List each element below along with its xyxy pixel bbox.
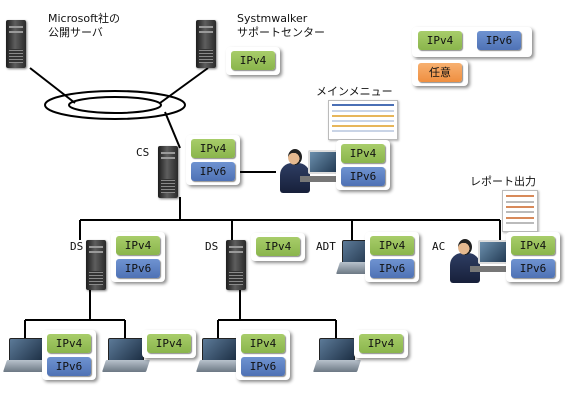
operator-ipv4-badge: IPv4: [341, 144, 385, 163]
ac-operator-icon: [448, 236, 508, 288]
support-label-1: Systmwalker: [237, 12, 308, 25]
cs-ipv6-badge: IPv6: [191, 162, 235, 181]
legend-ipv4: IPv4: [418, 31, 462, 50]
support-label-2: サポートセンター: [237, 26, 325, 39]
legend-ipv6: IPv6: [477, 31, 521, 50]
ac-ipv6-badge: IPv6: [511, 259, 555, 278]
ds1-ipv4-badge: IPv4: [116, 236, 160, 255]
adt-label: ADT: [316, 240, 336, 253]
ac-ipv4-badge: IPv4: [511, 236, 555, 255]
support-server-icon: [196, 20, 216, 68]
ds1-label: DS: [70, 240, 84, 253]
ds2-server-icon: [226, 240, 246, 290]
client3-ipv6-badge: IPv6: [241, 357, 285, 376]
ms-server-label-1: Microsoft社の: [48, 12, 121, 25]
network-ring-icon: [44, 90, 186, 120]
client1-ipv6-badge: IPv6: [47, 357, 91, 376]
main-menu-operator-icon: [278, 146, 338, 198]
client-laptop-icon: [102, 338, 150, 374]
cs-label: CS: [136, 146, 150, 159]
ds2-label: DS: [205, 240, 219, 253]
ds2-ipv4-badge: IPv4: [256, 237, 300, 256]
network-ring-inner: [68, 96, 162, 114]
ms-server-label-2: 公開サーバ: [48, 26, 103, 39]
cs-ipv4-badge: IPv4: [191, 139, 235, 158]
client-laptop-icon: [313, 338, 361, 374]
ac-label: AC: [432, 240, 446, 253]
cs-server-icon: [158, 146, 178, 198]
client4-ipv4-badge: IPv4: [359, 334, 403, 353]
ds1-ipv6-badge: IPv6: [116, 259, 160, 278]
operator-ipv6-badge: IPv6: [341, 167, 385, 186]
ms-server-icon: [6, 20, 26, 68]
adt-ipv4-badge: IPv4: [370, 236, 414, 255]
ds1-server-icon: [86, 240, 106, 290]
support-ipv4-badge: IPv4: [231, 51, 275, 70]
client3-ipv4-badge: IPv4: [241, 334, 285, 353]
main-menu-document-icon: [328, 100, 398, 140]
report-label: レポート出力: [470, 175, 536, 188]
main-menu-label: メインメニュー: [316, 85, 393, 98]
adt-ipv6-badge: IPv6: [370, 259, 414, 278]
client1-ipv4-badge: IPv4: [47, 334, 91, 353]
report-document-icon: [502, 190, 538, 232]
legend-optional: 任意: [418, 63, 462, 82]
client2-ipv4-badge: IPv4: [147, 334, 191, 353]
